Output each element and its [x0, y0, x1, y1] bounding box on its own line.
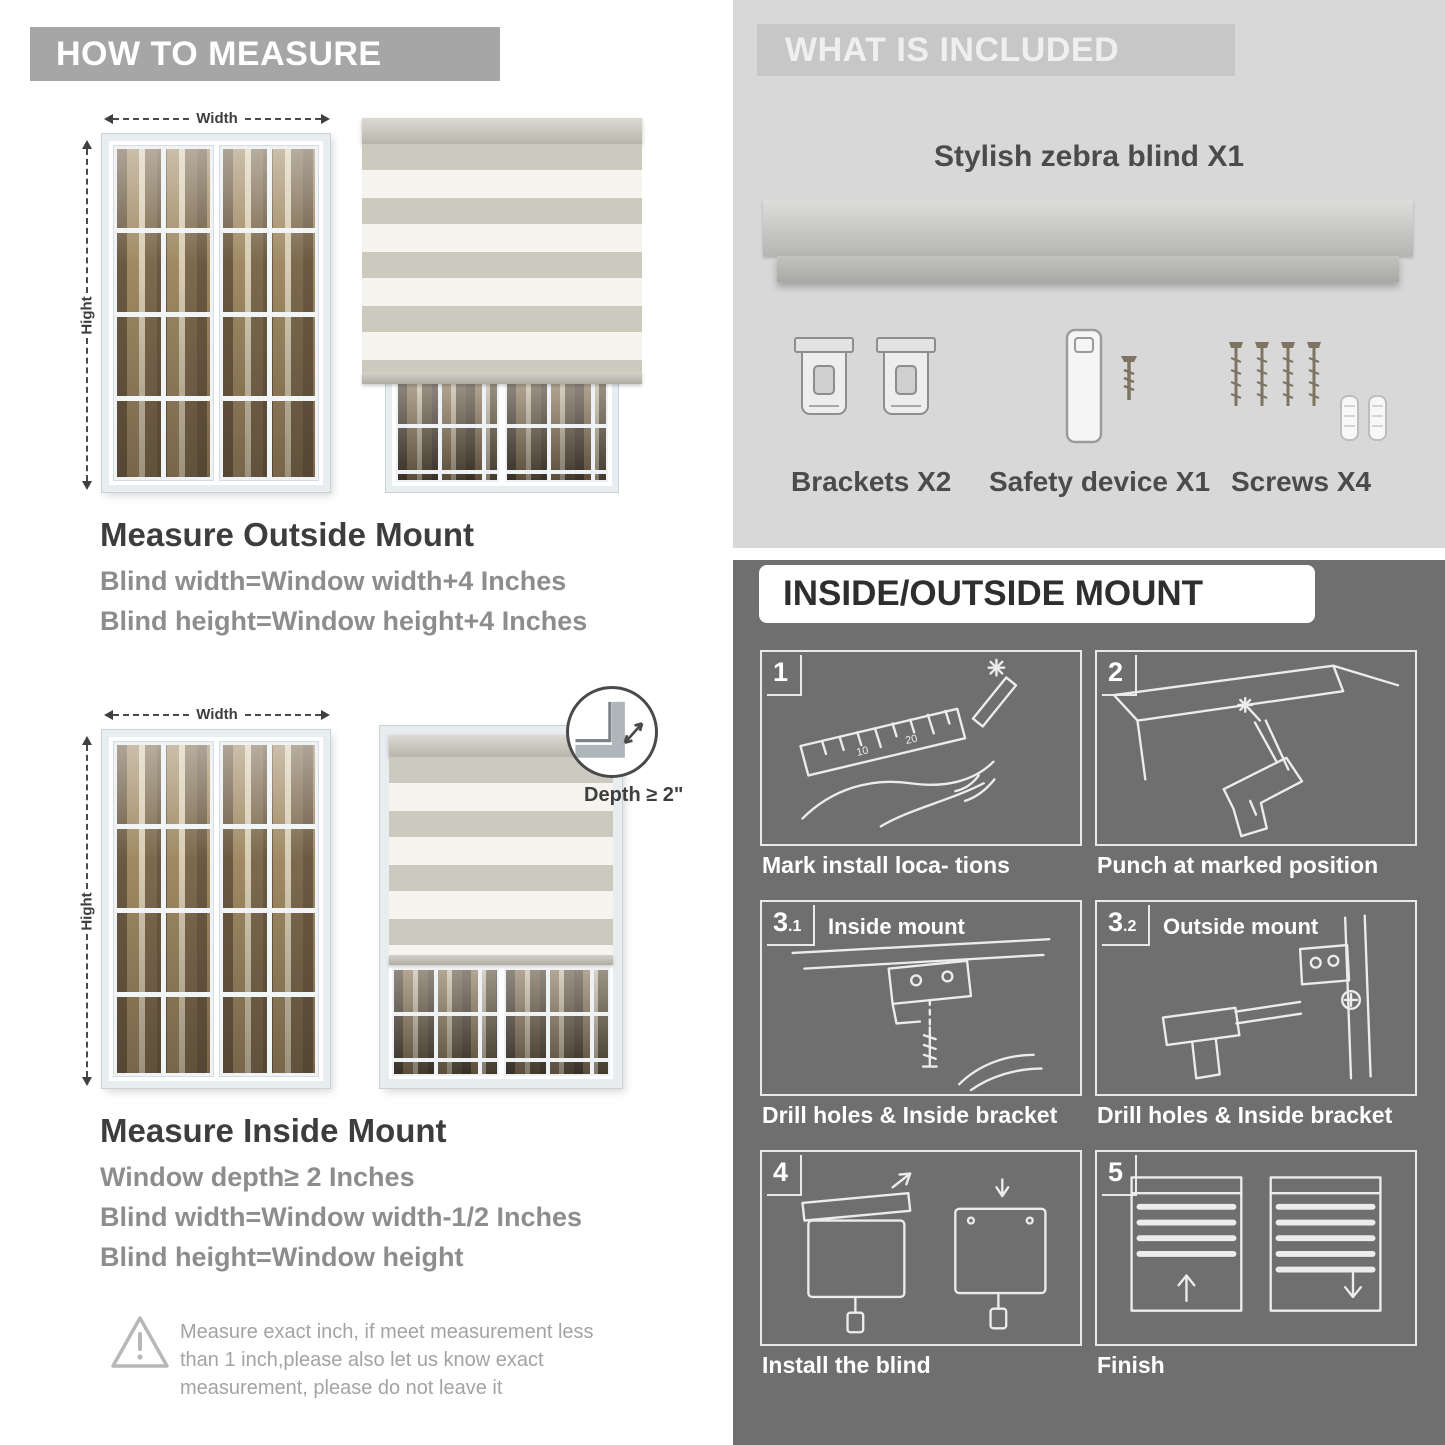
svg-text:10: 10 — [855, 744, 869, 758]
window-illustration-outside — [102, 134, 330, 492]
step-panel-1: 1 10 20 — [760, 650, 1082, 846]
depth-note: Depth ≥ 2" — [584, 784, 684, 806]
arrowhead-up-icon — [82, 736, 93, 745]
zebra-stripes — [362, 144, 642, 372]
arrowhead-down-icon — [82, 1077, 93, 1086]
blind-illustration-outside — [362, 118, 642, 492]
mount-guide-banner: INSIDE/OUTSIDE MOUNT — [759, 565, 1315, 623]
window-sash — [114, 742, 213, 1076]
brackets-label: Brackets X2 — [791, 466, 952, 497]
measurement-warning-text: Measure exact inch, if meet measurement … — [180, 1321, 594, 1399]
safety-device-label: Safety device X1 — [989, 466, 1211, 497]
step-caption-3-1: Drill holes & Inside bracket — [762, 1102, 1058, 1128]
inside-mount-line-2: Blind width=Window width-1/2 Inches — [100, 1202, 583, 1232]
how-to-measure-section: HOW TO MEASURE Width Hight Measure Outsi… — [0, 0, 722, 1445]
blind-illustration-inside — [380, 726, 622, 1088]
step-number: 4 — [767, 1155, 803, 1196]
outside-mount-line-1: Blind width=Window width+4 Inches — [100, 566, 567, 596]
window-sash — [219, 146, 318, 480]
arrowhead-right-icon — [321, 709, 331, 720]
depth-callout-circle — [566, 686, 658, 778]
width-arrow: Width — [104, 706, 331, 723]
step-caption-4: Install the blind — [762, 1352, 931, 1378]
product-title: Stylish zebra blind X1 — [933, 140, 1245, 173]
inside-mount-heading: Measure Inside Mount — [100, 1112, 447, 1149]
window-under-blind — [389, 965, 613, 1079]
step-number: 3.2 — [1102, 905, 1151, 946]
height-arrow: Hight — [68, 140, 106, 490]
outside-mount-heading: Measure Outside Mount — [100, 516, 475, 553]
mark-locations-icon: 10 20 — [799, 658, 1018, 828]
inside-mount-line-1: Window depth≥ 2 Inches — [100, 1162, 415, 1192]
step-panel-2: 2 — [1095, 650, 1417, 846]
step-panel-3-2: 3.2 Outside mount — [1095, 900, 1417, 1096]
step-title: Outside mount — [1163, 914, 1319, 939]
outside-bracket-icon — [1161, 914, 1372, 1080]
zebra-stripes — [389, 757, 613, 955]
window-sash — [114, 146, 213, 480]
arrowhead-left-icon — [104, 113, 113, 124]
drill-punch-icon — [1112, 664, 1400, 838]
step-panel-5: 5 — [1095, 1150, 1417, 1346]
blind-rail-shadow — [777, 256, 1399, 282]
width-label: Width — [196, 706, 238, 723]
step-panel-3-1: 3.1 Inside mount — [760, 900, 1082, 1096]
step-caption-5: Finish — [1097, 1352, 1165, 1378]
height-label: Hight — [78, 295, 96, 335]
window-corner-zoom-icon — [575, 701, 644, 758]
arrowhead-right-icon — [321, 113, 331, 124]
blind-headrail — [362, 118, 642, 144]
blind-bottomrail — [389, 955, 613, 965]
brackets-icon — [794, 337, 936, 415]
how-to-measure-banner: HOW TO MEASURE — [30, 27, 500, 81]
what-is-included-section: WHAT IS INCLUDED Stylish zebra blind X1 — [733, 0, 1445, 548]
width-arrow: Width — [104, 110, 331, 127]
blind-headrail — [389, 735, 613, 757]
window-under-blind — [386, 370, 618, 492]
blind-bottomrail — [362, 372, 642, 384]
safety-device-icon — [1065, 328, 1137, 444]
blind-headrail-illustration — [763, 200, 1413, 256]
arrowhead-down-icon — [82, 481, 93, 490]
height-arrow: Hight — [68, 736, 106, 1086]
width-label: Width — [196, 110, 238, 127]
svg-text:20: 20 — [904, 733, 918, 747]
inside-mount-line-3: Blind height=Window height — [100, 1242, 464, 1272]
screws-label: Screws X4 — [1231, 466, 1372, 497]
height-label: Hight — [78, 891, 96, 931]
step-number: 5 — [1102, 1155, 1138, 1196]
step-caption-1: Mark install loca- tions — [762, 852, 1010, 878]
warning-icon — [111, 1316, 169, 1368]
window-sash — [219, 742, 318, 1076]
step-caption-2: Punch at marked position — [1097, 852, 1379, 878]
screws-icon — [1229, 342, 1387, 441]
outside-mount-line-2: Blind height=Window height+4 Inches — [100, 606, 588, 636]
what-is-included-banner: WHAT IS INCLUDED — [757, 24, 1235, 76]
install-blind-icon — [801, 1172, 1047, 1334]
mount-guide-section: INSIDE/OUTSIDE MOUNT 1 10 20 Mark instal… — [733, 560, 1445, 1445]
finished-blinds-icon — [1130, 1176, 1382, 1312]
arrowhead-up-icon — [82, 140, 93, 149]
step-caption-3-2: Drill holes & Inside bracket — [1097, 1102, 1393, 1128]
step-number: 3.1 — [767, 905, 816, 946]
window-illustration-inside — [102, 730, 330, 1088]
step-title: Inside mount — [828, 914, 965, 939]
step-panel-4: 4 — [760, 1150, 1082, 1346]
arrowhead-left-icon — [104, 709, 113, 720]
step-number: 1 — [767, 655, 803, 696]
inside-bracket-icon — [791, 938, 1051, 1092]
